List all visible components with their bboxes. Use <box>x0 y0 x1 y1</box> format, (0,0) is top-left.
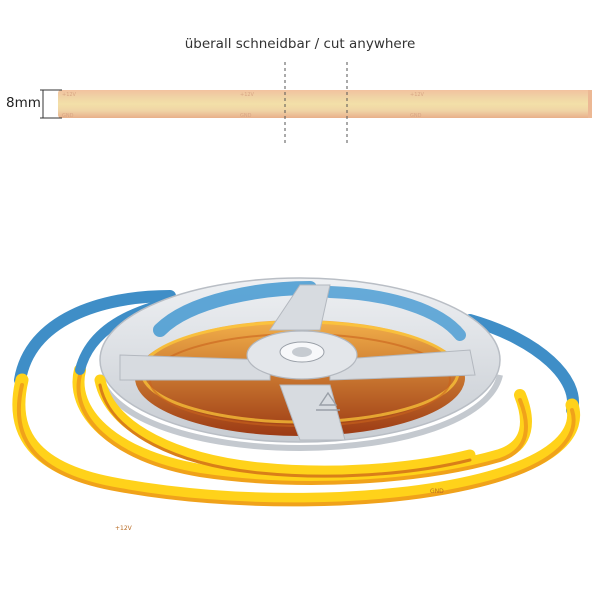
strip-mark: +12V <box>240 92 255 98</box>
coil-middle <box>72 364 532 484</box>
spool-hub-center <box>292 347 312 357</box>
coil-outer <box>12 373 581 506</box>
strip-mark: GND <box>240 113 252 119</box>
strip-end <box>588 90 592 118</box>
strip-mark: GND <box>62 113 74 119</box>
spool-spoke <box>279 384 346 441</box>
coil-outer-edge <box>16 383 576 507</box>
coil-front <box>94 374 476 477</box>
width-label: 8mm <box>6 95 41 111</box>
width-dimension <box>40 89 62 119</box>
strip-mark: +12V <box>410 92 425 98</box>
blue-tape-loop <box>14 290 176 386</box>
recycle-icon <box>316 391 340 411</box>
cut-lines <box>284 62 348 146</box>
blue-tape <box>153 281 317 337</box>
strip-mark: GND <box>410 113 422 119</box>
spool-spoke <box>269 284 331 331</box>
straight-strip: +12V +12V +12V GND GND GND <box>58 90 592 119</box>
coil-front-edge <box>98 383 472 478</box>
coil-middle-edge <box>76 373 528 485</box>
cut-caption: überall schneidbar / cut anywhere <box>184 36 416 52</box>
coil-mark: +12V <box>115 525 133 532</box>
spool-spokes <box>119 284 476 441</box>
spool-rim-front <box>97 374 503 452</box>
coil-mark: GND <box>430 488 444 495</box>
led-strip-spool: +12V GND <box>12 277 581 532</box>
blue-tape <box>324 286 466 341</box>
strip-mark: +12V <box>62 92 77 98</box>
strip-body <box>58 90 592 118</box>
